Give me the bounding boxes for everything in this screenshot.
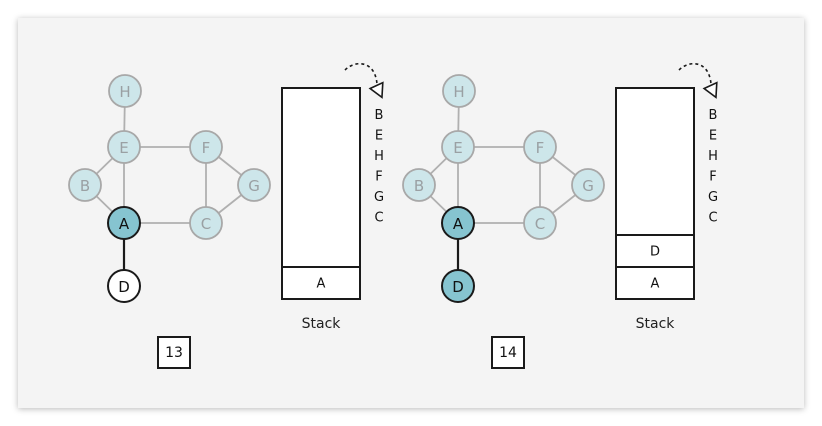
node-f: F <box>523 130 557 164</box>
pending-item: G <box>708 190 718 205</box>
node-e: E <box>107 130 141 164</box>
step-number-box <box>157 336 191 369</box>
node-e: E <box>441 130 475 164</box>
node-circle <box>402 168 436 202</box>
node-h: H <box>442 74 476 108</box>
pending-item: H <box>374 149 384 164</box>
node-label: D <box>452 278 464 296</box>
node-circle <box>237 168 271 202</box>
node-circle <box>571 168 605 202</box>
stack-caption: Stack <box>302 316 342 332</box>
node-circle <box>68 168 102 202</box>
push-arrow-curve <box>344 62 378 85</box>
node-c: C <box>523 206 557 240</box>
pending-item: E <box>709 129 717 144</box>
node-d: D <box>441 269 475 303</box>
node-label: A <box>453 215 464 233</box>
node-g: G <box>571 168 605 202</box>
node-label: D <box>118 278 130 296</box>
node-circle <box>107 269 141 303</box>
stack: AD <box>615 87 695 300</box>
step-number-box <box>491 336 525 369</box>
push-arrow-curve <box>678 62 712 85</box>
node-label: B <box>80 177 90 195</box>
node-label: G <box>582 177 594 195</box>
node-b: B <box>68 168 102 202</box>
stack: A <box>281 87 361 300</box>
node-circle <box>107 130 141 164</box>
node-label: H <box>119 83 130 101</box>
node-label: E <box>453 139 462 157</box>
node-c: C <box>189 206 223 240</box>
step-number: 14 <box>499 345 517 361</box>
stack-item: A <box>651 277 660 292</box>
node-circle <box>189 206 223 240</box>
node-f: F <box>189 130 223 164</box>
pending-item: H <box>708 149 718 164</box>
node-a: A <box>107 206 141 240</box>
pending-item: G <box>374 190 384 205</box>
node-circle <box>441 206 475 240</box>
stack-item: D <box>650 245 660 260</box>
push-arrow-head-icon <box>368 81 384 99</box>
pending-item: E <box>375 129 383 144</box>
pending-item: C <box>374 211 383 226</box>
node-label: F <box>202 139 211 157</box>
node-d: D <box>107 269 141 303</box>
node-h: H <box>108 74 142 108</box>
node-label: C <box>201 215 211 233</box>
node-label: B <box>414 177 424 195</box>
node-a: A <box>441 206 475 240</box>
node-label: E <box>119 139 128 157</box>
node-label: F <box>536 139 545 157</box>
node-label: H <box>453 83 464 101</box>
stack-item: A <box>317 277 326 292</box>
pending-item: C <box>708 211 717 226</box>
pending-item: B <box>709 108 718 123</box>
node-circle <box>107 206 141 240</box>
node-circle <box>108 74 142 108</box>
pending-item: F <box>709 170 716 185</box>
step-number: 13 <box>165 345 183 361</box>
node-label: G <box>248 177 260 195</box>
stack-caption: Stack <box>636 316 676 332</box>
node-circle <box>442 74 476 108</box>
node-circle <box>523 206 557 240</box>
stack-box <box>615 87 695 300</box>
node-label: C <box>535 215 545 233</box>
node-circle <box>189 130 223 164</box>
stack-box <box>281 87 361 300</box>
push-arrow-head-icon <box>702 81 718 99</box>
node-circle <box>441 130 475 164</box>
node-circle <box>441 269 475 303</box>
node-circle <box>523 130 557 164</box>
node-label: A <box>119 215 130 233</box>
node-g: G <box>237 168 271 202</box>
pending-item: F <box>375 170 382 185</box>
pending-item: B <box>375 108 384 123</box>
node-b: B <box>402 168 436 202</box>
